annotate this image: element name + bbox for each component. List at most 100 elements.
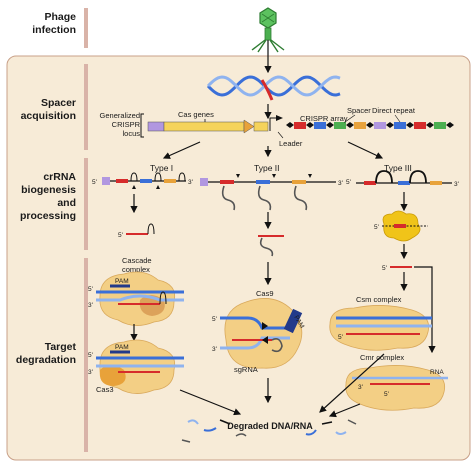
five-prime-label: 5' <box>212 316 217 323</box>
degraded-fragments <box>181 419 357 443</box>
spacer-label: Spacer <box>347 106 371 115</box>
stage-target-degradation: Target degradation <box>16 258 88 452</box>
direct-repeat <box>346 122 354 128</box>
spacer <box>394 122 406 129</box>
three-prime-label: 3' <box>338 180 343 187</box>
type2-mature-crrna <box>258 235 284 257</box>
stage-label-line: Target <box>45 341 77 353</box>
process-arrow <box>414 266 436 354</box>
locus-label-line: CRISPR <box>112 120 141 129</box>
stage-phage-infection: Phage infection <box>32 8 88 48</box>
type3-label: Type III <box>384 163 412 173</box>
degrade-arrow <box>328 403 361 418</box>
cascade-label-line: complex <box>122 265 150 274</box>
direct-repeat <box>326 122 334 128</box>
crispr-array <box>286 122 454 129</box>
pam-label: PAM <box>115 278 129 285</box>
stage-label-line: processing <box>20 210 76 222</box>
stage-label-line: acquisition <box>21 110 76 122</box>
stage-label-line: and <box>57 197 76 209</box>
stage-label-line: Spacer <box>41 97 76 109</box>
type2-label: Type II <box>254 163 280 173</box>
stage-label-line: biogenesis <box>21 184 76 196</box>
stage-divider <box>84 258 88 452</box>
five-prime-label: 5' <box>382 265 387 272</box>
cas9-label: Cas9 <box>256 289 274 298</box>
five-prime-label: 5' <box>346 179 351 186</box>
crispr-locus: Generalized CRISPR locus Cas genes CRISP… <box>100 106 454 148</box>
type1-label: Type I <box>150 163 173 173</box>
cas3-label: Cas3 <box>96 385 114 394</box>
degrade-arrow <box>179 389 242 416</box>
five-prime-label: 5' <box>384 391 389 398</box>
direct-repeat <box>286 122 294 128</box>
three-prime-label: 3' <box>454 181 459 188</box>
cas-gene-block <box>163 121 245 132</box>
five-prime-label: 5' <box>92 179 97 186</box>
stage-divider <box>84 64 88 150</box>
direct-repeat <box>426 122 434 128</box>
degrade-arrow <box>319 353 385 413</box>
sgrna-label: sgRNA <box>234 365 258 374</box>
stage-label-line: infection <box>32 24 76 36</box>
stage-divider <box>84 158 88 250</box>
spacer <box>434 122 446 129</box>
three-prime-label: 3' <box>88 302 93 309</box>
leader-label: Leader <box>279 139 303 148</box>
type1-pre-crrna: 5' 3' <box>92 172 193 189</box>
three-prime-label: 3' <box>212 346 217 353</box>
five-prime-label: 5' <box>374 224 379 231</box>
branch-arrow <box>347 141 384 159</box>
type3-mature-crrna: 5' <box>382 265 412 272</box>
csm-label: Csm complex <box>356 295 402 304</box>
cmr-complex: Cmr complex RNA 3' 5' <box>345 353 448 411</box>
type3-pre-crrna: 5' 3' <box>346 170 459 188</box>
stage-label-line: Phage <box>44 11 76 23</box>
direct-repeat <box>306 122 314 128</box>
cascade-cas3-complex: PAM 5' 3' Cas3 <box>88 339 184 394</box>
three-prime-label: 3' <box>88 369 93 376</box>
direct-repeat <box>366 122 374 128</box>
direct-repeat <box>446 122 454 128</box>
five-prime-label: 5' <box>118 232 123 239</box>
three-prime-label: 3' <box>358 384 363 391</box>
spacer <box>334 122 346 129</box>
direct-repeat <box>386 122 394 128</box>
branch-arrow <box>162 141 201 159</box>
rna-label: RNA <box>430 369 444 376</box>
cascade-complex: Cascade complex PAM 5' 3' <box>88 256 184 326</box>
stage-label-line: crRNA <box>43 171 76 183</box>
five-prime-label: 5' <box>88 286 93 293</box>
degraded-label: Degraded DNA/RNA <box>227 421 313 431</box>
type3-rnp-blob: 5' <box>374 210 428 242</box>
spacer <box>294 122 306 129</box>
stage-label-line: degradation <box>16 354 76 366</box>
cas9-complex: Cas9 PAM 5' 3' sgRNA <box>212 289 305 374</box>
cas-genes-label: Cas genes <box>178 110 214 119</box>
cas-gene-block <box>147 121 165 132</box>
cascade-label-line: Cascade <box>122 256 152 265</box>
phage-icon <box>251 7 285 53</box>
locus-label-line: Generalized <box>100 111 140 120</box>
five-prime-label: 5' <box>338 334 343 341</box>
direct-repeat-label: Direct repeat <box>372 106 416 115</box>
pam-label: PAM <box>115 344 129 351</box>
csm-complex: Csm complex 5' <box>329 295 432 351</box>
three-prime-label: 3' <box>188 179 193 186</box>
crispr-array-label: CRISPR array <box>300 114 348 123</box>
type2-pre-crrna: 3' <box>200 174 343 211</box>
spacer <box>414 122 426 129</box>
spacer <box>314 122 326 129</box>
direct-repeat <box>406 122 414 128</box>
spacer <box>354 122 366 129</box>
stage-divider <box>84 8 88 48</box>
phage-dna-helix <box>206 75 341 101</box>
stage-crrna-processing: crRNA biogenesis and processing <box>20 158 88 250</box>
type1-mature-crrna: 5' <box>118 223 155 239</box>
cmr-label: Cmr complex <box>360 353 404 362</box>
five-prime-label: 5' <box>88 352 93 359</box>
locus-label-line: locus <box>122 129 140 138</box>
stage-spacer-acquisition: Spacer acquisition <box>21 64 88 150</box>
